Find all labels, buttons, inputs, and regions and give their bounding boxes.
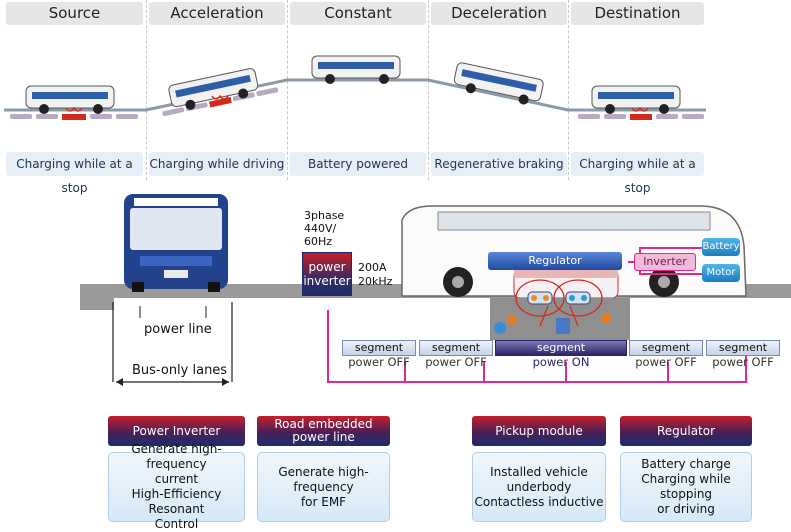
phase-title-destination: Destination: [571, 2, 704, 25]
phase-road-illustration: [4, 55, 706, 120]
regulator-component: Regulator: [488, 252, 622, 270]
segment-1: segment: [342, 340, 416, 356]
phase-title-constant: Constant: [290, 2, 426, 25]
bus-icon: [311, 55, 401, 84]
segment-5-state: power OFF: [712, 355, 774, 369]
road-coil-icon: [494, 313, 611, 334]
battery-component: Battery: [702, 238, 740, 256]
card-text-line: High-Efficiency Resonant: [131, 487, 222, 516]
road-power-line-header: Road embedded power line: [257, 416, 390, 446]
card-text-line: Charging while stopping: [641, 472, 731, 501]
bus-icon: [453, 62, 544, 105]
road-power-line-card: Generate high-frequency for EMF: [257, 452, 390, 522]
segment-4-state: power OFF: [635, 355, 697, 369]
output-frequency-label: 20kHz: [358, 275, 393, 288]
pickup-module-card: Installed vehicle underbody Contactless …: [472, 452, 606, 522]
supply-phase-label: 3phase: [304, 209, 345, 222]
power-inverter-header: Power Inverter: [108, 416, 245, 446]
underbody-strip: [514, 270, 618, 278]
power-feed-line: [327, 310, 747, 383]
bus-icon: [591, 85, 681, 114]
phase-divider: [146, 0, 147, 180]
regulator-header: Regulator: [620, 416, 752, 446]
card-text-line: underbody: [506, 479, 572, 494]
segment-4: segment: [629, 340, 703, 356]
segment-2: segment: [419, 340, 493, 356]
phase-caption-destination: Charging while at a stop: [571, 152, 704, 195]
pickup-module-header: Pickup module: [472, 416, 606, 446]
card-text-line: Contactless inductive: [474, 494, 604, 509]
road-curb: [80, 284, 114, 310]
active-pad: [630, 114, 652, 120]
magnetic-field-lines: [515, 279, 603, 327]
active-pad: [62, 114, 86, 120]
bus-icon: [168, 68, 259, 110]
card-text-line: for EMF: [300, 494, 347, 509]
power-line-label: power line: [144, 322, 212, 337]
front-bus-icon: [124, 194, 228, 292]
power-feed-drops: [404, 362, 669, 382]
phase-caption-deceleration: Regenerative braking: [431, 152, 567, 176]
card-text-line: Generate high-frequency: [278, 464, 369, 494]
phase-title-acceleration: Acceleration: [149, 2, 285, 25]
supply-voltage-label: 440V/: [304, 222, 337, 235]
induction-coil-icon: [65, 94, 649, 112]
phase-divider: [287, 0, 288, 180]
card-text-line: current: [154, 472, 199, 486]
road-profile: [4, 78, 706, 112]
phase-caption-source: Charging while at a stop: [6, 152, 143, 195]
card-text-line: Control: [154, 517, 199, 531]
segment-1-state: power OFF: [348, 355, 410, 369]
segment-5: segment: [706, 340, 780, 356]
supply-frequency-label: 60Hz: [304, 235, 333, 248]
segment-3-state: power ON: [532, 355, 590, 369]
card-text-line: Installed vehicle: [490, 464, 588, 479]
phase-title-deceleration: Deceleration: [431, 2, 567, 25]
inverter-component: Inverter: [634, 253, 696, 271]
output-current-label: 200A: [358, 261, 387, 274]
card-text-line: Generate high-frequency: [131, 442, 222, 471]
phase-divider: [568, 0, 569, 180]
road-surface-label: 도로면: [662, 300, 687, 310]
motor-component: Motor: [702, 264, 740, 282]
road-pad-strip: [10, 114, 704, 119]
pickup-coil-icon: [527, 291, 591, 305]
bus-lanes-label: Bus-only lanes: [132, 363, 228, 378]
power-inverter-card: Generate high-frequency current High-Eff…: [108, 442, 245, 531]
phase-divider: [428, 0, 429, 180]
segment-2-state: power OFF: [425, 355, 487, 369]
regulator-card: Battery charge Charging while stopping o…: [620, 452, 752, 522]
segment-3-active: segment: [495, 340, 627, 356]
power-inverter-box: power inverter: [302, 252, 352, 296]
phase-caption-acceleration: Charging while driving: [149, 152, 285, 176]
system-diagram: [80, 194, 791, 386]
phase-title-source: Source: [6, 2, 143, 25]
phase-caption-constant: Battery powered: [290, 152, 426, 176]
card-text-line: or driving: [657, 502, 715, 516]
card-text-line: Battery charge: [641, 457, 731, 471]
bus-icon: [25, 85, 115, 114]
